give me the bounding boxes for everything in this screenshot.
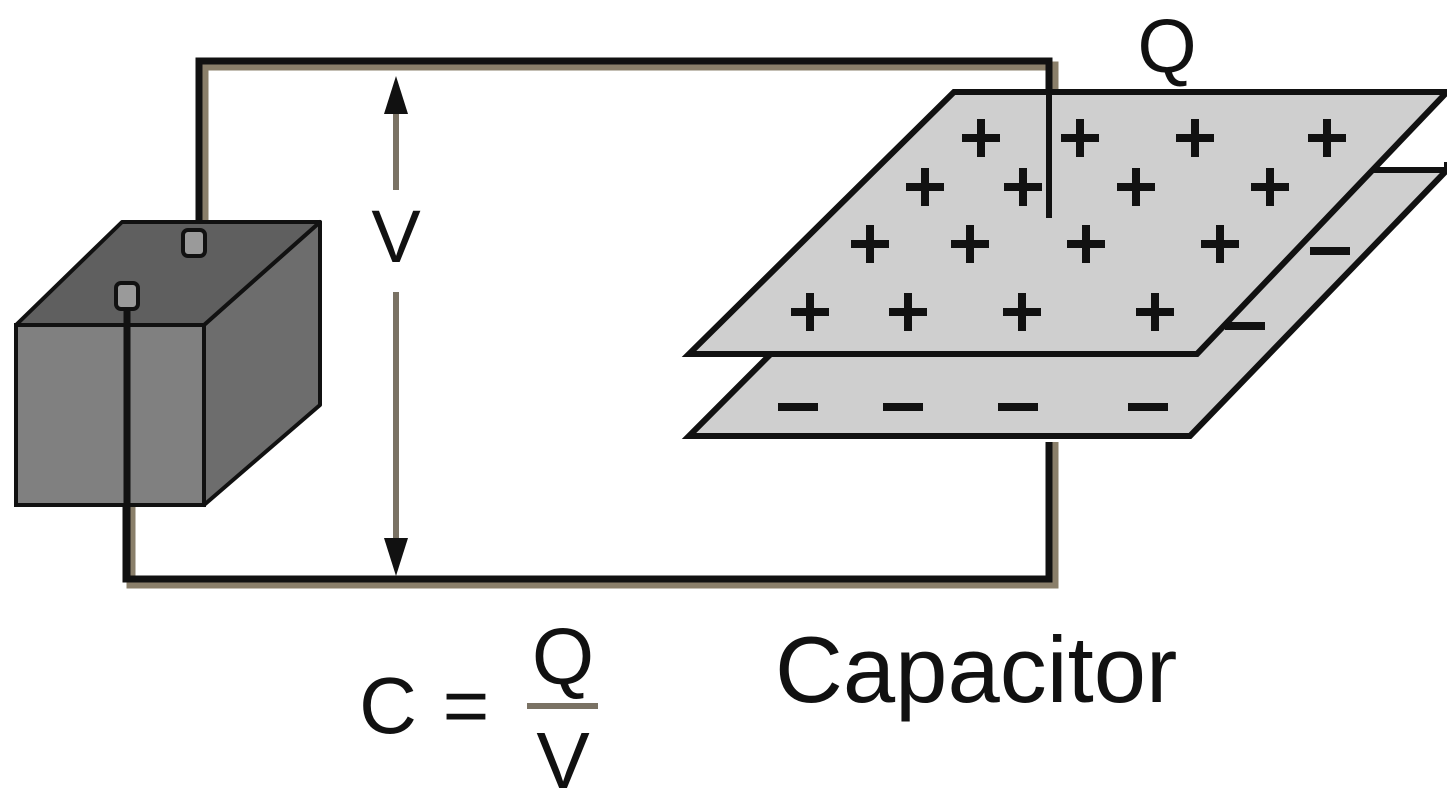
plus-sign <box>1003 293 1041 331</box>
capacitor-label: Capacitor <box>775 617 1177 722</box>
negative-terminal <box>114 281 140 311</box>
plus-sign <box>906 168 944 206</box>
negative-charges <box>778 247 1350 411</box>
voltage-label: V <box>371 195 421 278</box>
minus-sign <box>1128 403 1168 411</box>
plus-sign <box>1004 168 1042 206</box>
minus-sign <box>1310 247 1350 255</box>
plus-sign <box>1201 225 1239 263</box>
formula-denominator: V <box>536 716 590 793</box>
positive-charges <box>791 119 1346 331</box>
plus-sign <box>1061 119 1099 157</box>
plus-sign <box>962 119 1000 157</box>
top-plate <box>681 89 1447 357</box>
formula-numerator: Q <box>532 612 594 701</box>
plus-sign <box>1251 168 1289 206</box>
minus-sign <box>1225 322 1265 330</box>
minus-sign <box>778 403 818 411</box>
plus-sign <box>1067 225 1105 263</box>
plus-sign <box>951 225 989 263</box>
voltage-arrow-up-head <box>384 76 408 114</box>
charge-label: Q <box>1137 4 1196 89</box>
plus-sign <box>1136 293 1174 331</box>
minus-sign <box>998 403 1038 411</box>
battery-front <box>14 323 206 507</box>
formula-lhs: C <box>359 661 417 750</box>
plus-sign <box>791 293 829 331</box>
minus-sign <box>883 403 923 411</box>
voltage-arrow: V <box>371 76 421 576</box>
plus-sign <box>889 293 927 331</box>
battery <box>14 220 322 580</box>
plus-sign <box>851 225 889 263</box>
plus-sign <box>1176 119 1214 157</box>
capacitor: Q <box>681 4 1447 439</box>
capacitance-formula: C = Q V <box>359 612 598 798</box>
plus-sign <box>1117 168 1155 206</box>
formula-equals: = <box>443 661 490 750</box>
positive-terminal <box>181 228 207 258</box>
voltage-arrow-down-head <box>384 538 408 576</box>
plus-sign <box>1308 119 1346 157</box>
